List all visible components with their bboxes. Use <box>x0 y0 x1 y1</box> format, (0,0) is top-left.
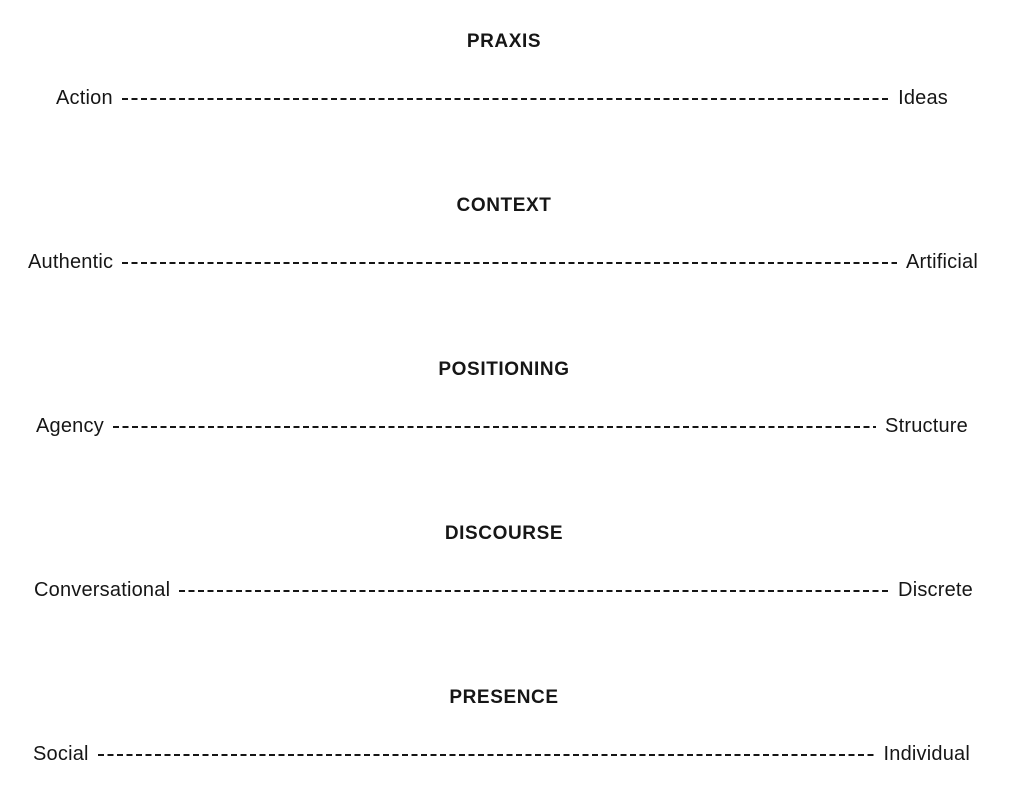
spectrum-right-label: Discrete <box>898 579 973 601</box>
spectrum-title: POSITIONING <box>438 359 570 380</box>
spectrum-row: Social Individual <box>28 741 996 767</box>
spectrum-left-label: Agency <box>36 415 104 437</box>
spectrum-diagram: PRAXIS Action Ideas CONTEXT Authentic Ar… <box>28 30 996 767</box>
spectrum-dashed-line <box>112 425 877 428</box>
spectrum-dashed-line <box>122 261 897 264</box>
spectrum-right-label: Structure <box>885 415 968 437</box>
spectrum-right-label: Artificial <box>905 251 978 273</box>
spectrum-row: Agency Structure <box>28 413 996 439</box>
spectrum-left-label: Authentic <box>28 251 114 273</box>
spectrum-title: DISCOURSE <box>444 523 564 544</box>
spectrum-title: PRESENCE <box>449 687 559 708</box>
spectrum-left-label: Conversational <box>34 579 171 601</box>
spectrum-section: PRESENCE Social Individual <box>28 686 996 767</box>
spectrum-section: CONTEXT Authentic Artificial <box>28 194 996 275</box>
spectrum-right-label: Individual <box>883 743 970 765</box>
spectrum-left-label: Social <box>33 743 89 765</box>
spectrum-title: CONTEXT <box>456 195 552 216</box>
spectrum-dashed-line <box>121 97 890 100</box>
spectrum-section: PRAXIS Action Ideas <box>28 30 996 111</box>
spectrum-row: Conversational Discrete <box>28 577 996 603</box>
spectrum-row: Authentic Artificial <box>28 249 996 275</box>
spectrum-dashed-line <box>179 589 890 592</box>
spectrum-section: DISCOURSE Conversational Discrete <box>28 522 996 603</box>
spectrum-dashed-line <box>97 753 875 756</box>
spectrum-right-label: Ideas <box>898 87 948 109</box>
spectrum-left-label: Action <box>56 87 113 109</box>
spectrum-section: POSITIONING Agency Structure <box>28 358 996 439</box>
spectrum-title: PRAXIS <box>466 31 542 52</box>
spectrum-row: Action Ideas <box>28 85 996 111</box>
